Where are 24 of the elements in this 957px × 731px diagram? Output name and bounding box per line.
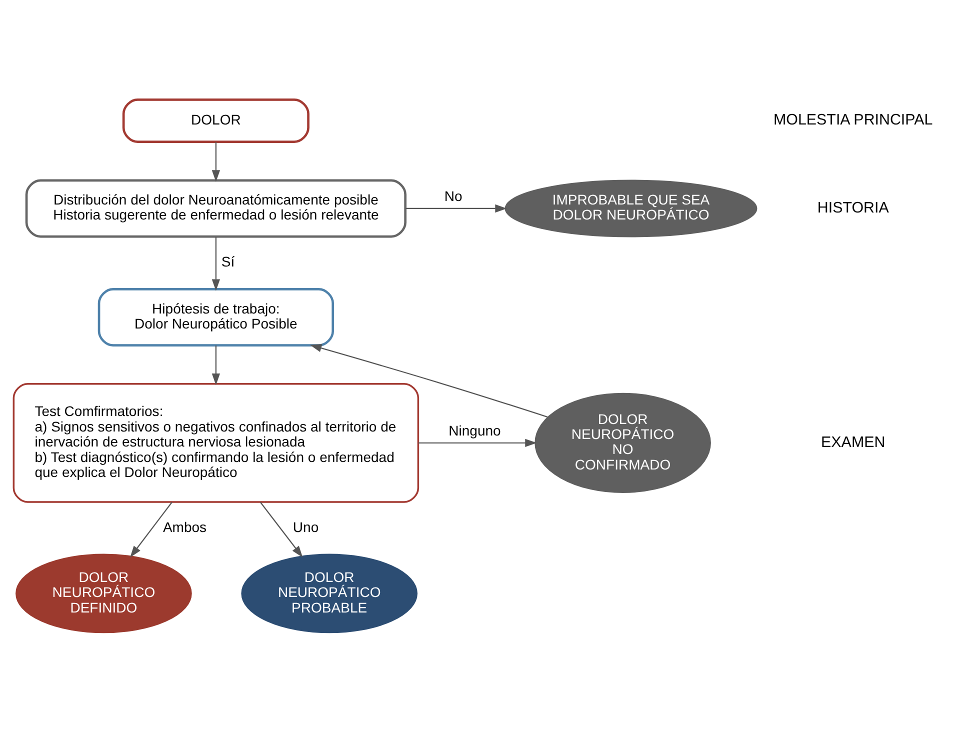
arrow <box>405 204 506 212</box>
node-box: DOLOR <box>122 98 309 142</box>
edge-label: No <box>444 187 462 204</box>
edge-label: Ambos <box>162 518 206 534</box>
label: HISTORIA <box>816 198 888 216</box>
node-box: Hipótesis de trabajo: Dolor Neuropático Posible <box>97 288 334 346</box>
label: EXAMEN <box>820 433 885 450</box>
arrow <box>130 501 172 558</box>
edge-label: Uno <box>292 518 318 534</box>
arrow <box>259 501 302 557</box>
arrow <box>211 142 220 182</box>
node-ellipse: DOLOR NEUROPÁTICO NO CONFIRMADO <box>534 392 710 493</box>
node-box: Test Comfirmatorios: a) Signos sensitivos o negativos confinados al territorio de inervación de estructura nerviosa lesionada b) Test diagnóstico(s) confirmando la lesión o enfermedad que explica el Dolor Neuropático <box>12 382 419 502</box>
node-box: Distribución del dolor Neuroanatómicamente posible Historia sugerente de enfermedad o lesión relevante <box>24 178 406 238</box>
edge-label: Sí <box>220 253 234 270</box>
node-ellipse: DOLOR NEUROPÁTICO DEFINIDO <box>15 553 192 633</box>
node-ellipse: DOLOR NEUROPÁTICO PROBABLE <box>240 553 418 633</box>
arrow <box>418 438 536 447</box>
arrow <box>309 344 548 418</box>
label: MOLESTIA PRINCIPAL <box>773 111 932 128</box>
edge-label: Ninguno <box>448 422 500 438</box>
arrow <box>211 344 220 385</box>
node-ellipse: IMPROBABLE QUE SEA DOLOR NEUROPÁTICO <box>504 179 757 237</box>
arrow <box>211 236 220 290</box>
